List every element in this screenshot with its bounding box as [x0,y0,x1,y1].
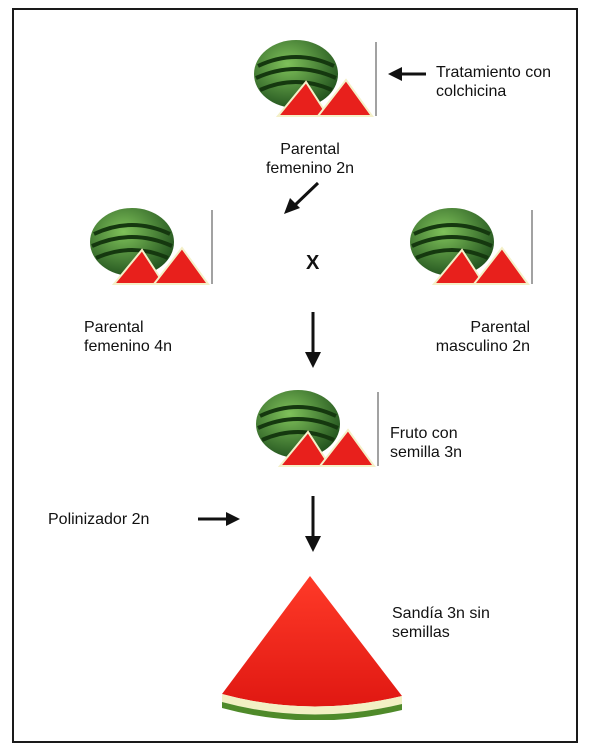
watermelon-parent-female-2n-icon [248,38,378,118]
parent-male-2n-label: Parental masculino 2n [400,318,530,356]
down-arrow-1-icon [304,312,322,368]
watermelon-fruit-3n-icon [250,388,380,468]
parent-female-2n-label: Parental femenino 2n [240,140,380,178]
fruit-seed-3n-label: Fruto con semilla 3n [390,424,462,462]
watermelon-parent-male-2n-icon [404,206,534,286]
down-arrow-2-icon [304,496,322,552]
seedless-watermelon-slice-icon [218,572,406,720]
seedless-3n-label: Sandía 3n sin semillas [392,604,490,642]
pollinator-arrow-icon [198,511,240,527]
treatment-label: Tratamiento con colchicina [436,63,551,101]
pollinator-2n-label: Polinizador 2n [48,510,149,529]
cross-symbol: X [306,252,319,275]
diagonal-arrow-icon [282,180,322,216]
watermelon-parent-female-4n-icon [84,206,214,286]
parent-female-4n-label: Parental femenino 4n [84,318,172,356]
treatment-arrow-icon [388,66,428,82]
